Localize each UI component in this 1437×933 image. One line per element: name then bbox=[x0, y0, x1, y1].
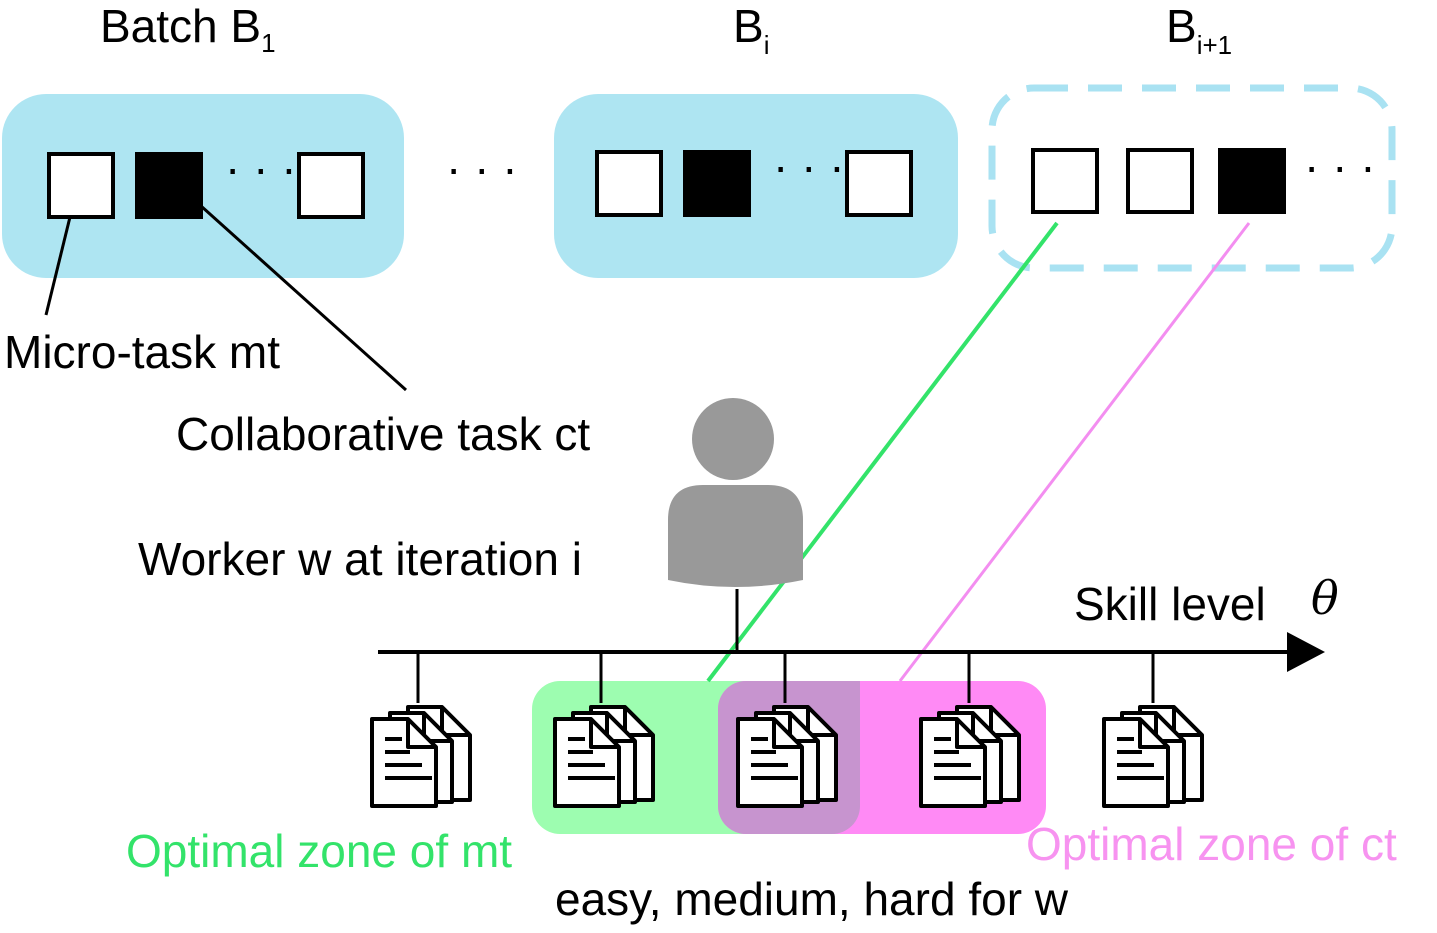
micro-task-square bbox=[845, 150, 913, 217]
collab-task-square bbox=[135, 152, 203, 219]
batch-bi-title: Bi bbox=[733, 0, 769, 60]
worker-label: Worker w at iteration i bbox=[138, 533, 582, 585]
micro-task-square bbox=[47, 152, 115, 219]
ellipsis-bi1: · · · bbox=[1304, 140, 1376, 192]
batch-bi1-title: Bi+1 bbox=[1166, 0, 1232, 60]
micro-task-square bbox=[297, 152, 365, 219]
ellipsis-b1: · · · bbox=[225, 142, 297, 194]
person-icon bbox=[668, 398, 803, 587]
micro-task-label: Micro-task mt bbox=[4, 326, 280, 378]
collab-task-callout-line bbox=[199, 204, 408, 392]
ellipsis-between: · · · bbox=[446, 142, 518, 194]
batch-bi-box bbox=[554, 94, 958, 278]
document-stack-icon bbox=[1102, 705, 1204, 808]
skill-axis-arrowhead bbox=[1287, 632, 1325, 672]
micro-task-square bbox=[1031, 148, 1099, 214]
document-stack-icon bbox=[736, 705, 838, 808]
collab-task-label: Collaborative task ct bbox=[176, 408, 590, 460]
mt-zone-connector bbox=[706, 221, 1059, 683]
micro-task-callout-line bbox=[44, 216, 72, 316]
micro-task-square bbox=[595, 150, 663, 217]
optimal-zone-mt-label: Optimal zone of mt bbox=[126, 825, 512, 877]
batch-bi1-box bbox=[988, 84, 1396, 272]
collab-task-square bbox=[1218, 148, 1286, 214]
ellipsis-bi: · · · bbox=[773, 140, 845, 192]
optimal-zone-ct-label: Optimal zone of ct bbox=[1026, 818, 1397, 870]
document-stack-icon bbox=[370, 705, 472, 808]
collab-task-square bbox=[683, 150, 751, 217]
theta-symbol: θ bbox=[1311, 571, 1339, 625]
skill-level-label: Skill level bbox=[1074, 578, 1266, 630]
document-stack-icon bbox=[553, 705, 655, 808]
difficulty-label: easy, medium, hard for w bbox=[555, 873, 1069, 925]
document-stack-icon bbox=[919, 705, 1021, 808]
batch-b1-title: Batch B1 bbox=[100, 0, 276, 58]
ct-zone-connector bbox=[898, 222, 1251, 682]
micro-task-square bbox=[1126, 148, 1194, 214]
